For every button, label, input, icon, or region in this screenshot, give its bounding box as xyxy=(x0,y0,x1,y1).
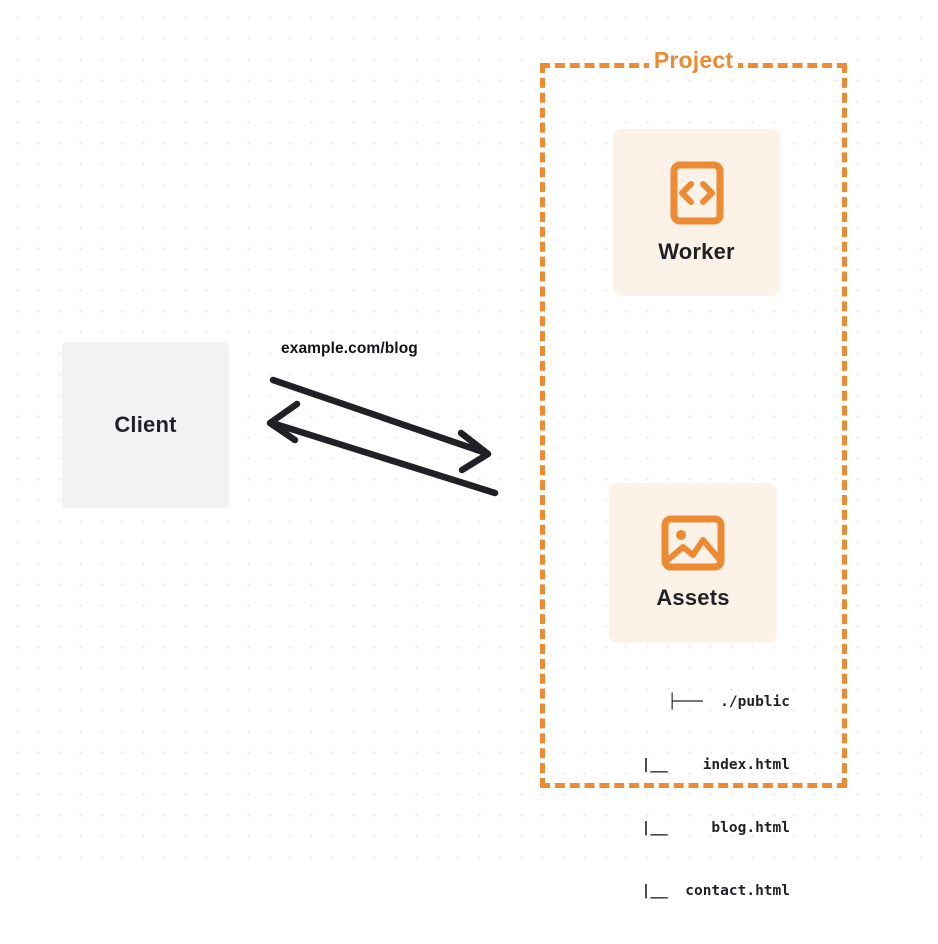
file-tree-row: |__ contact.html xyxy=(641,883,790,899)
file-tree-row: |__ blog.html xyxy=(641,820,790,836)
project-title-text: Project xyxy=(648,47,739,73)
image-picture-icon xyxy=(661,515,725,571)
connection-url-label: example.com/blog xyxy=(281,340,418,357)
code-brackets-icon xyxy=(670,161,723,224)
client-node-label: Client xyxy=(114,412,177,437)
file-tree-row: |__ index.html xyxy=(641,757,790,773)
file-tree-row: ├─── ./public xyxy=(667,694,790,710)
assets-file-tree: ├─── ./public |__ index.html |__ blog.ht… xyxy=(540,650,790,944)
client-node[interactable]: Client xyxy=(62,342,229,508)
request-arrow-icon xyxy=(269,376,492,474)
worker-node[interactable]: Worker xyxy=(613,129,780,296)
worker-node-label: Worker xyxy=(658,238,735,264)
diagram-canvas: Client example.com/blog Project Worker xyxy=(0,0,938,899)
assets-node[interactable]: Assets xyxy=(609,483,777,643)
response-arrow-icon xyxy=(266,400,499,497)
assets-node-label: Assets xyxy=(656,585,730,610)
project-title: Project xyxy=(540,47,847,74)
